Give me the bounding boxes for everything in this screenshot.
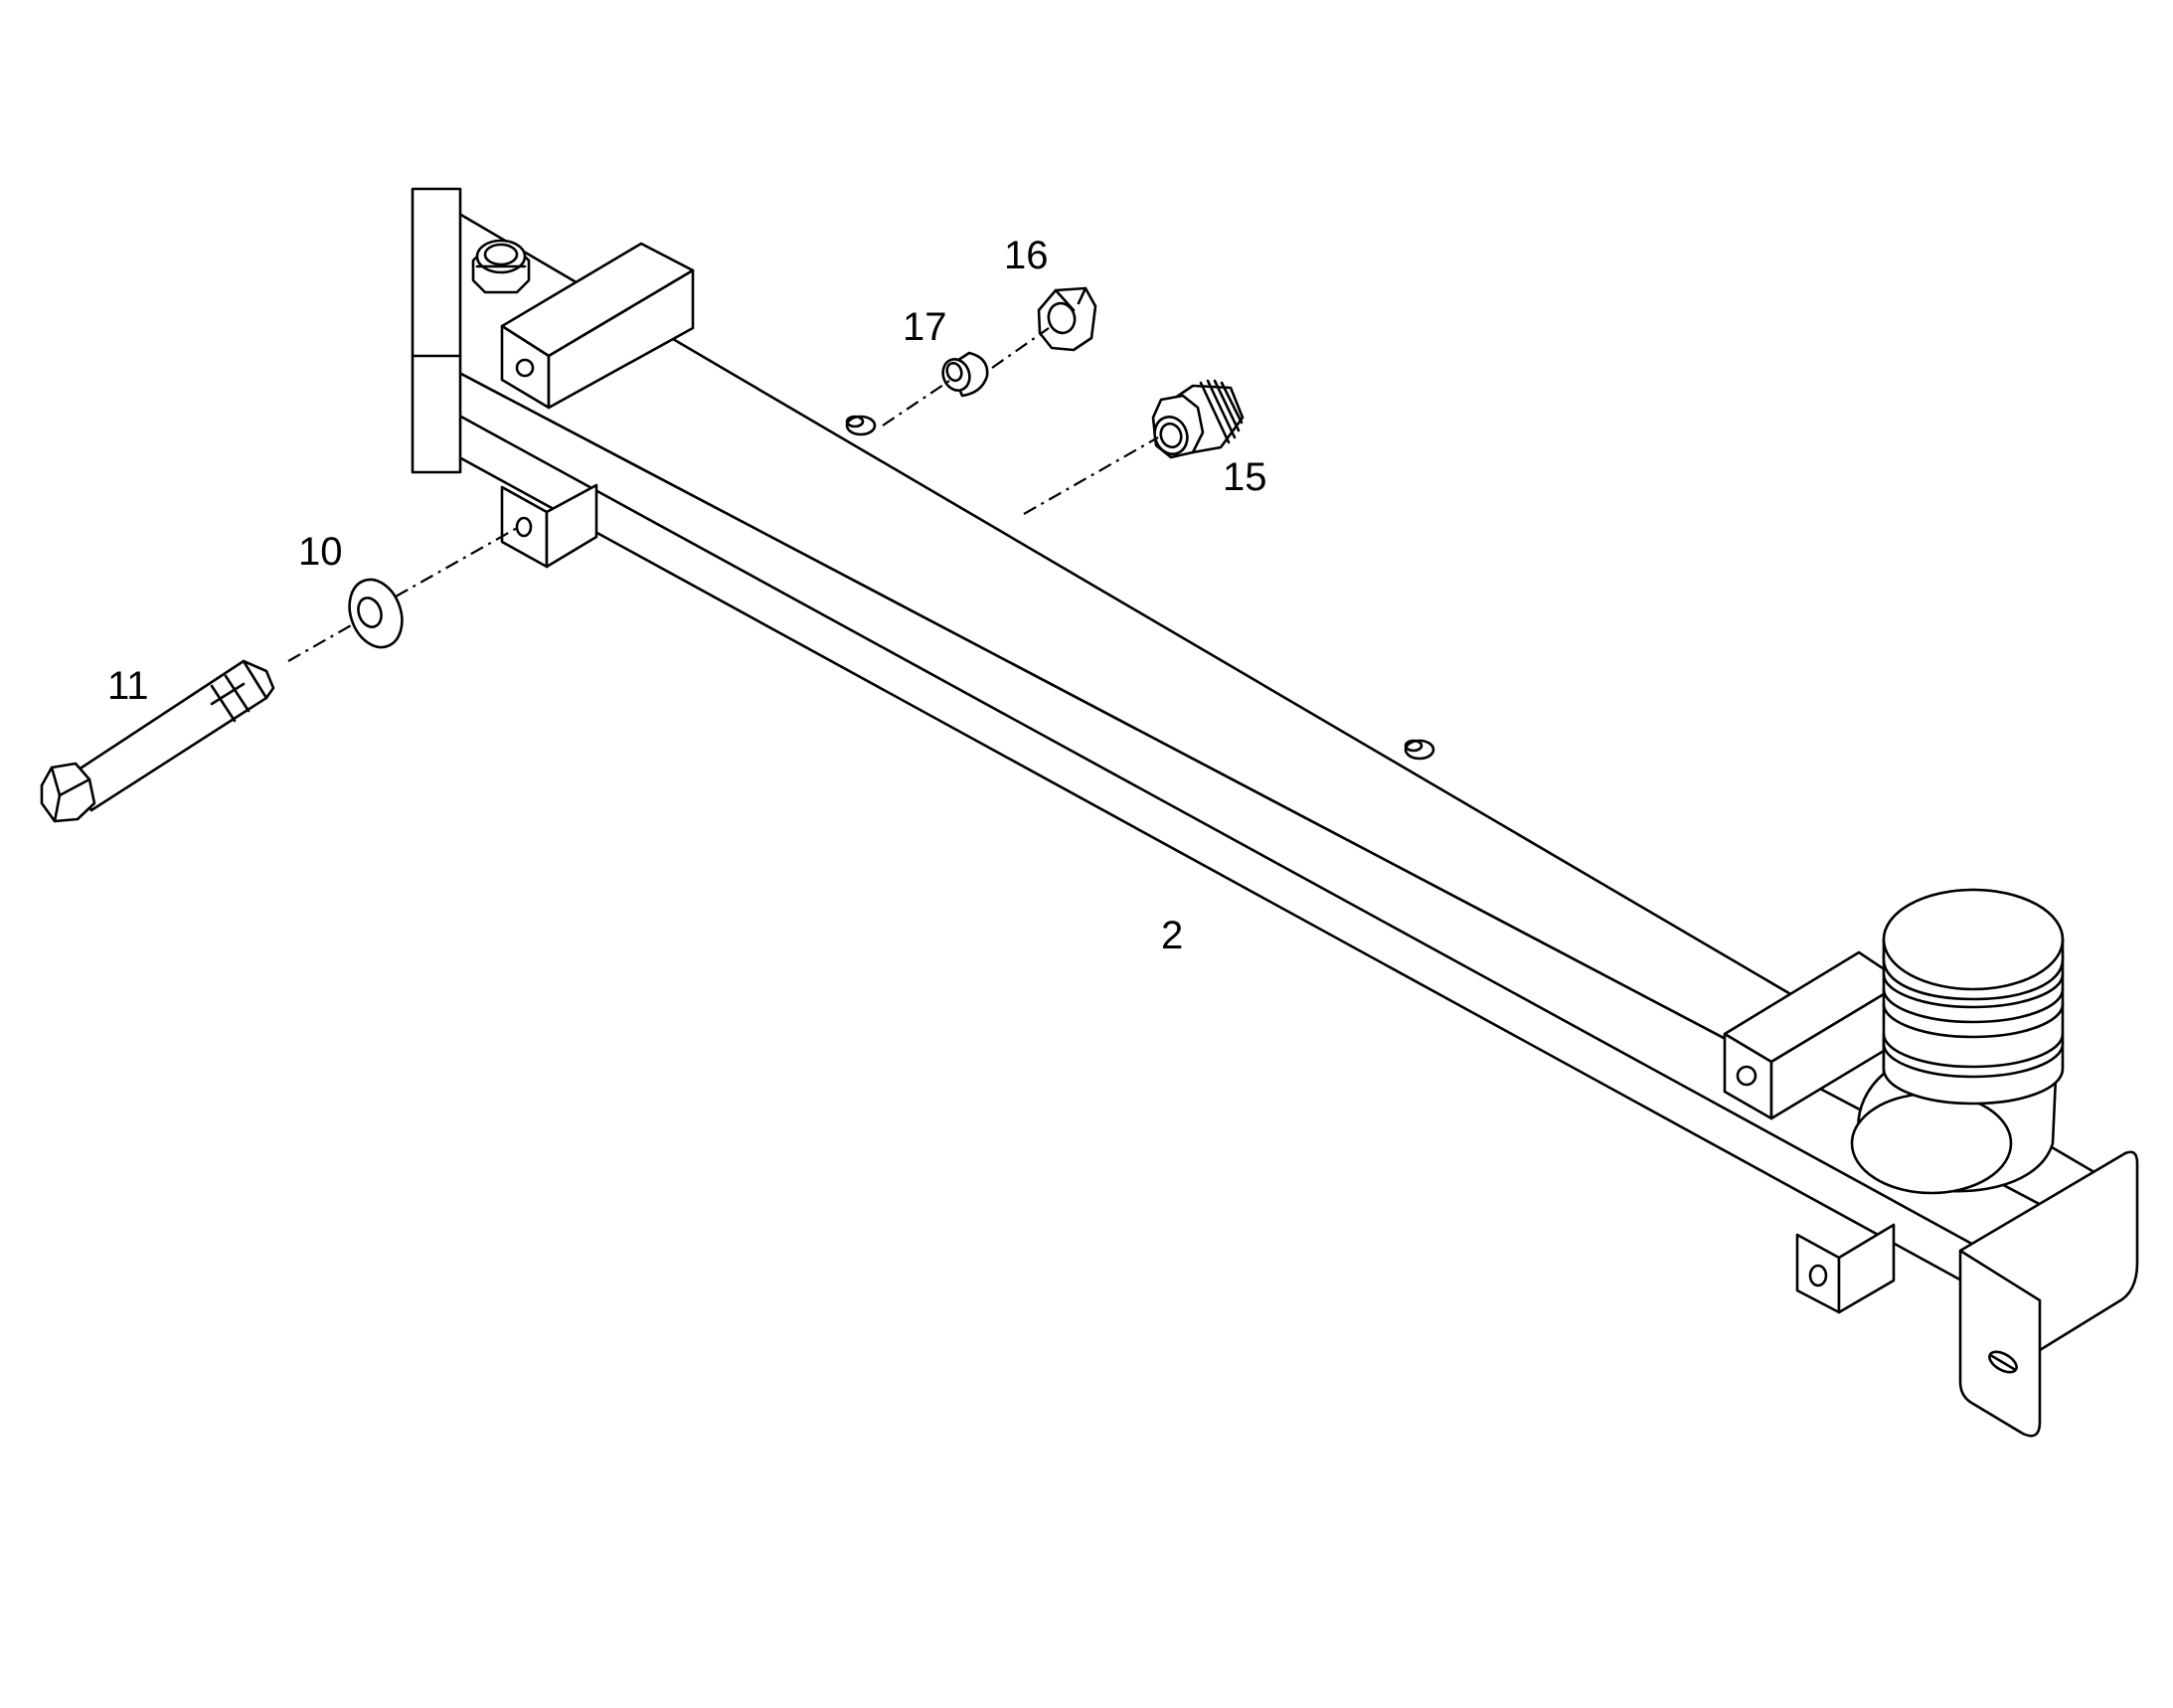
nut-part-16 [1037, 286, 1097, 352]
callout-17: 17 [903, 305, 947, 349]
callout-15: 15 [1223, 455, 1267, 499]
upper-left-fitting [471, 239, 531, 294]
main-rail-body [457, 212, 2106, 1324]
right-end-bracket [1958, 1150, 2139, 1438]
left-top-mount-block [500, 242, 695, 410]
left-bottom-mount-block [500, 483, 598, 569]
assembly-guide-lines [287, 327, 1159, 662]
rail-nipple-1 [845, 415, 877, 436]
bolt-part-11 [40, 659, 275, 823]
elbow-inlet-pipe [1850, 888, 2065, 1195]
washer-part-10 [348, 578, 404, 649]
callout-11: 11 [107, 664, 149, 708]
right-bottom-mount-block [1795, 1223, 1896, 1314]
left-end-plate [411, 187, 462, 474]
bushing-part-17 [941, 351, 989, 398]
rail-nipple-2 [1404, 739, 1435, 761]
callout-2: 2 [1161, 914, 1183, 957]
callout-10: 10 [298, 530, 343, 574]
plug-part-15 [1151, 379, 1245, 459]
callout-16: 16 [1004, 234, 1049, 277]
